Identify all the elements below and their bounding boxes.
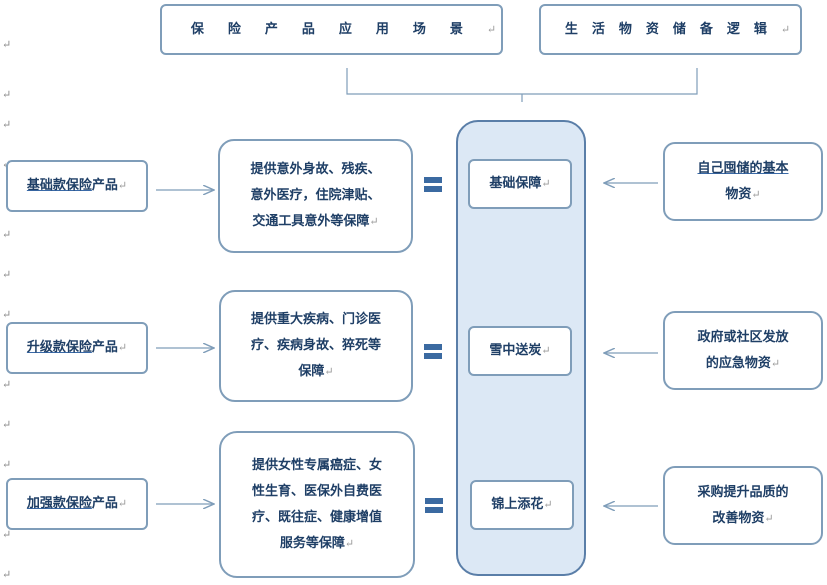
level-basic: 基础保障↵	[468, 159, 572, 209]
paragraph-mark: ↵	[117, 497, 128, 510]
supply-line: 的应急物资	[705, 355, 771, 371]
margin-mark: ↵	[2, 378, 12, 391]
coverage-line: 提供重大疾病、门诊医	[250, 312, 381, 327]
coverage-enhanced: 提供女性专属癌症、女 性生育、医保外自费医 疗、既往症、健康增值 服务等保障↵	[219, 431, 415, 578]
product-name: 升级款保险	[26, 340, 92, 355]
supply-line: 政府或社区发放	[697, 329, 789, 345]
supply-government: 政府或社区发放 的应急物资↵	[663, 311, 823, 390]
supply-line: 物资	[725, 186, 752, 202]
paragraph-mark: ↵	[117, 341, 128, 354]
level-timely-help: 雪中送炭↵	[468, 326, 572, 376]
margin-mark: ↵	[2, 228, 12, 241]
margin-mark: ↵	[2, 88, 12, 101]
paragraph-mark: ↵	[486, 22, 497, 36]
header-right-text: 生活物资储备逻辑	[564, 21, 781, 37]
coverage-line: 性生育、医保外自费医	[251, 483, 382, 499]
equals-icon	[425, 498, 443, 516]
supply-line: 改善物资	[712, 510, 765, 526]
header-bracket	[346, 68, 698, 102]
margin-mark: ↵	[2, 528, 12, 541]
level-label: 雪中送炭	[489, 343, 542, 358]
margin-mark: ↵	[2, 268, 12, 281]
paragraph-mark: ↵	[780, 22, 791, 36]
paragraph-mark: ↵	[751, 187, 761, 201]
product-suffix: 产品	[91, 340, 118, 355]
paragraph-mark: ↵	[117, 179, 128, 192]
margin-mark: ↵	[2, 418, 12, 431]
paragraph-mark: ↵	[770, 356, 781, 370]
paragraph-mark: ↵	[369, 215, 379, 228]
paragraph-mark: ↵	[764, 511, 774, 525]
product-suffix: 产品	[91, 496, 118, 511]
level-icing-on-cake: 锦上添花↵	[470, 480, 574, 530]
coverage-basic: 提供意外身故、残疾、 意外医疗，住院津贴、 交通工具意外等保障↵	[218, 139, 413, 253]
supply-line: 采购提升品质的	[697, 484, 789, 500]
level-label: 锦上添花	[491, 497, 544, 512]
supply-improvement: 采购提升品质的 改善物资↵	[663, 466, 823, 545]
coverage-line: 服务等保障	[279, 535, 345, 551]
supply-line: 自己囤储的基本	[697, 160, 789, 176]
coverage-upgrade: 提供重大疾病、门诊医 疗、疾病身故、猝死等 保障↵	[219, 290, 413, 402]
coverage-line: 提供意外身故、残疾、	[250, 162, 381, 177]
paragraph-mark: ↵	[541, 177, 551, 190]
coverage-line: 交通工具意外等保障	[252, 214, 370, 229]
coverage-line: 保障	[298, 364, 325, 379]
product-upgrade: 升级款保险产品↵	[6, 322, 148, 374]
coverage-line: 疗、疾病身故、猝死等	[250, 338, 381, 353]
product-suffix: 产品	[91, 178, 118, 193]
header-left-text: 保险产品应用场景	[190, 21, 487, 37]
equals-icon	[424, 344, 442, 362]
supply-self-stored: 自己囤储的基本 物资↵	[663, 142, 823, 221]
paragraph-mark: ↵	[344, 536, 355, 550]
margin-mark: ↵	[2, 118, 12, 131]
margin-mark: ↵	[2, 568, 12, 581]
product-basic: 基础款保险产品↵	[6, 160, 148, 212]
paragraph-mark: ↵	[324, 365, 334, 378]
header-supply-logic: 生活物资储备逻辑↵	[539, 4, 802, 55]
margin-mark: ↵	[2, 38, 12, 51]
level-label: 基础保障	[489, 176, 542, 191]
equals-icon	[424, 177, 442, 195]
product-enhanced: 加强款保险产品↵	[6, 478, 148, 530]
paragraph-mark: ↵	[543, 498, 553, 511]
product-name: 基础款保险	[26, 178, 92, 193]
product-name: 加强款保险	[26, 496, 92, 511]
coverage-line: 疗、既往症、健康增值	[251, 509, 382, 525]
paragraph-mark: ↵	[541, 344, 551, 357]
coverage-line: 提供女性专属癌症、女	[251, 457, 382, 473]
header-insurance-scenario: 保险产品应用场景↵	[160, 4, 503, 55]
coverage-line: 意外医疗，住院津贴、	[250, 188, 381, 203]
margin-mark: ↵	[2, 308, 12, 321]
margin-mark: ↵	[2, 458, 12, 471]
